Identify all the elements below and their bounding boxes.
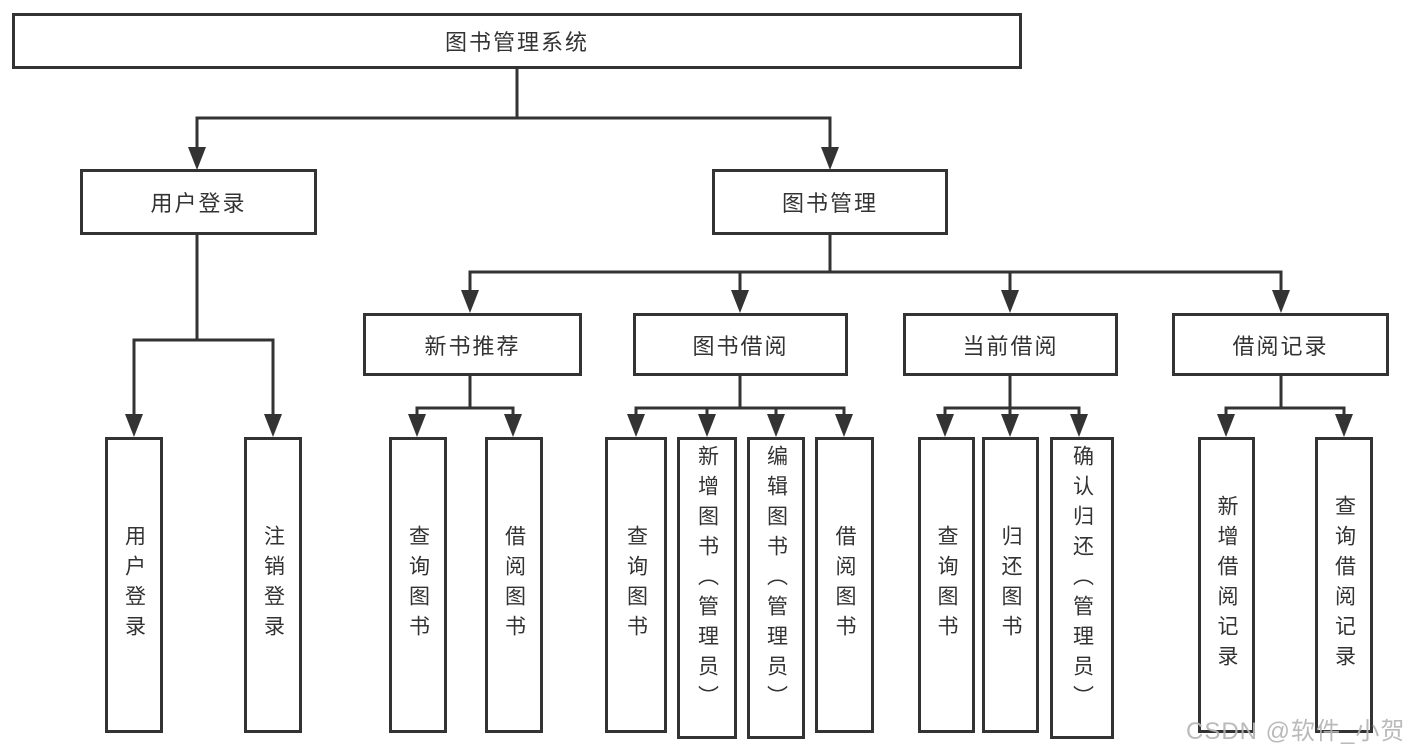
- leaf-label: 借阅图书: [833, 525, 856, 645]
- node-borrow-records: 借阅记录: [1172, 313, 1389, 376]
- leaf-query-books-recommend: 查询图书: [389, 437, 447, 733]
- node-label: 图书管理: [781, 191, 878, 216]
- node-label: 当前借阅: [962, 333, 1059, 359]
- leaf-return-book: 归还图书: [982, 437, 1039, 733]
- csdn-watermark: CSDN @软件_小贺同学: [1186, 718, 1405, 745]
- node-label: 图书管理系统: [444, 30, 589, 55]
- leaf-label: 编辑图书（管理员）: [764, 445, 788, 715]
- node-user-login: 用户登录: [80, 169, 317, 235]
- leaf-label: 确认归还（管理员）: [1070, 445, 1094, 715]
- leaf-query-books-current: 查询图书: [918, 437, 975, 733]
- leaf-add-borrow-record: 新增借阅记录: [1198, 437, 1255, 733]
- node-book-management: 图书管理: [712, 169, 948, 235]
- leaf-confirm-return-admin: 确认归还（管理员）: [1050, 437, 1114, 739]
- leaf-label: 注销登录: [261, 525, 285, 645]
- node-label: 借阅记录: [1232, 333, 1329, 359]
- leaf-query-borrow-record: 查询借阅记录: [1315, 437, 1373, 733]
- node-book-borrow: 图书借阅: [633, 313, 848, 376]
- node-new-book-recommend: 新书推荐: [363, 313, 582, 376]
- node-current-borrow: 当前借阅: [903, 313, 1118, 376]
- leaf-label: 查询图书: [935, 525, 958, 645]
- leaf-label: 新增借阅记录: [1215, 495, 1238, 675]
- leaf-label: 归还图书: [999, 525, 1022, 645]
- node-label: 新书推荐: [424, 333, 521, 359]
- leaf-borrow-books-borrow: 借阅图书: [815, 437, 874, 733]
- leaf-user-login: 用户登录: [105, 437, 163, 733]
- leaf-edit-book-admin: 编辑图书（管理员）: [747, 437, 805, 739]
- leaf-add-book-admin: 新增图书（管理员）: [677, 437, 737, 739]
- leaf-label: 查询图书: [624, 525, 648, 645]
- leaf-logout: 注销登录: [244, 437, 302, 733]
- leaf-borrow-books-recommend: 借阅图书: [485, 437, 543, 733]
- leaf-label: 借阅图书: [502, 525, 526, 645]
- node-label: 用户登录: [150, 191, 247, 216]
- node-label: 图书借阅: [692, 333, 789, 359]
- leaf-label: 新增图书（管理员）: [695, 445, 719, 715]
- leaf-label: 查询借阅记录: [1332, 495, 1356, 675]
- node-library-management-system: 图书管理系统: [12, 13, 1022, 69]
- leaf-label: 查询图书: [406, 525, 430, 645]
- leaf-query-books-borrow: 查询图书: [605, 437, 667, 733]
- leaf-label: 用户登录: [122, 525, 146, 645]
